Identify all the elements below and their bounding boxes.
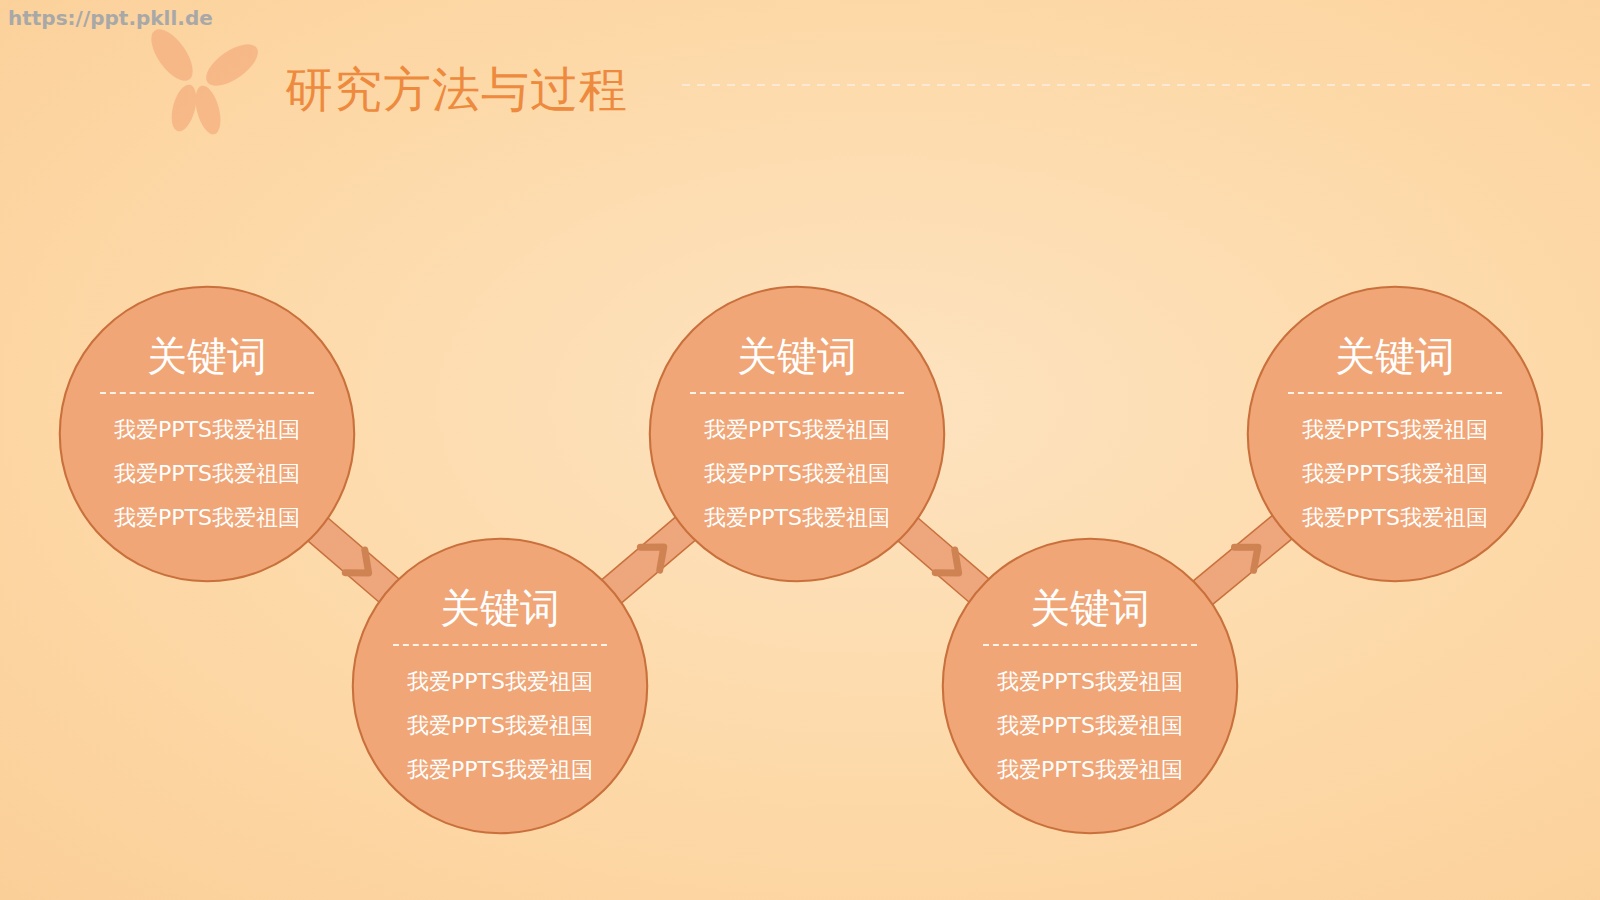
arrow-band [317,529,390,592]
keyword-heading: 关键词 [393,581,607,646]
keyword-text: 我爱PPTS我爱祖国 [114,408,300,452]
keyword-text: 我爱PPTS我爱祖国 [997,748,1183,792]
keyword-text: 我爱PPTS我爱祖国 [407,704,593,748]
band-fill [907,529,980,592]
keyword-text: 我爱PPTS我爱祖国 [1302,452,1488,496]
circle-content: 关键词我爱PPTS我爱祖国我爱PPTS我爱祖国我爱PPTS我爱祖国 [648,285,946,583]
circle-shape [60,287,354,581]
keyword-heading: 关键词 [100,329,314,394]
keyword-circle: 关键词我爱PPTS我爱祖国我爱PPTS我爱祖国我爱PPTS我爱祖国 [941,537,1239,835]
butterfly-icon [143,22,264,137]
keyword-text: 我爱PPTS我爱祖国 [997,660,1183,704]
keyword-heading: 关键词 [1288,329,1502,394]
circle-content: 关键词我爱PPTS我爱祖国我爱PPTS我爱祖国我爱PPTS我爱祖国 [941,537,1239,835]
circle-shape [943,539,1237,833]
band-outline [1202,526,1283,593]
keyword-text: 我爱PPTS我爱祖国 [997,704,1183,748]
keyword-circle: 关键词我爱PPTS我爱祖国我爱PPTS我爱祖国我爱PPTS我爱祖国 [648,285,946,583]
keyword-text: 我爱PPTS我爱祖国 [407,748,593,792]
keyword-heading: 关键词 [690,329,904,394]
keyword-heading: 关键词 [983,581,1197,646]
keyword-text: 我爱PPTS我爱祖国 [704,408,890,452]
arrow-head [1234,547,1257,570]
keyword-text: 我爱PPTS我爱祖国 [114,452,300,496]
band-outline [611,528,687,592]
circle-shape [353,539,647,833]
band-fill [1202,526,1283,593]
band-fill [317,529,390,592]
keyword-circle: 关键词我爱PPTS我爱祖国我爱PPTS我爱祖国我爱PPTS我爱祖国 [58,285,356,583]
keyword-text: 我爱PPTS我爱祖国 [407,660,593,704]
keyword-text: 我爱PPTS我爱祖国 [1302,496,1488,540]
keyword-circle: 关键词我爱PPTS我爱祖国我爱PPTS我爱祖国我爱PPTS我爱祖国 [1246,285,1544,583]
arrow-head [345,550,368,573]
arrow-band [907,529,980,592]
keyword-text: 我爱PPTS我爱祖国 [704,452,890,496]
title-rule [682,84,1595,86]
arrow-head [640,547,663,570]
keyword-text: 我爱PPTS我爱祖国 [1302,408,1488,452]
slide-title: 研究方法与过程 [285,58,628,122]
circle-shape [1248,287,1542,581]
watermark: https://ppt.pkll.de [8,6,213,30]
arrow-head [935,550,958,573]
arrow-band [611,528,687,592]
band-outline [907,529,980,592]
keyword-text: 我爱PPTS我爱祖国 [114,496,300,540]
arrow-band [1202,526,1283,593]
band-fill [611,528,687,592]
band-outline [317,529,390,592]
circle-content: 关键词我爱PPTS我爱祖国我爱PPTS我爱祖国我爱PPTS我爱祖国 [351,537,649,835]
keyword-circle: 关键词我爱PPTS我爱祖国我爱PPTS我爱祖国我爱PPTS我爱祖国 [351,537,649,835]
circle-content: 关键词我爱PPTS我爱祖国我爱PPTS我爱祖国我爱PPTS我爱祖国 [58,285,356,583]
circle-content: 关键词我爱PPTS我爱祖国我爱PPTS我爱祖国我爱PPTS我爱祖国 [1246,285,1544,583]
circle-shape [650,287,944,581]
keyword-text: 我爱PPTS我爱祖国 [704,496,890,540]
